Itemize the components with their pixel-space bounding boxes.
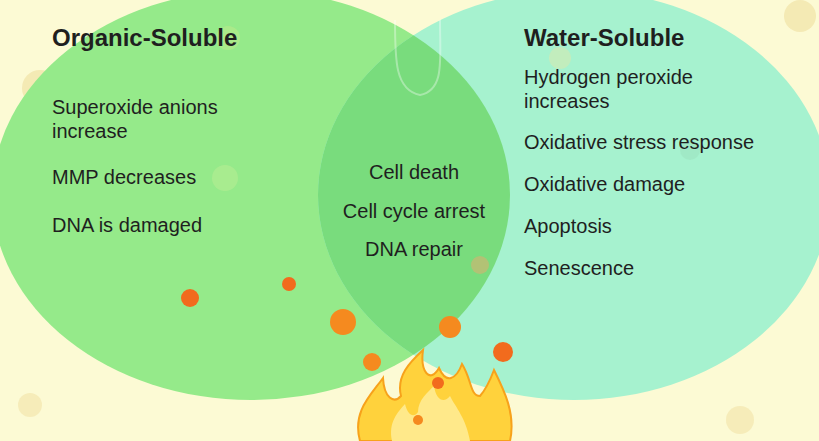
effect-item: Oxidative damage xyxy=(524,172,685,196)
effect-item: Superoxide anions increase xyxy=(52,95,262,143)
effect-item: Apoptosis xyxy=(524,214,612,238)
effect-item: Oxidative stress response xyxy=(524,130,754,154)
circle-heading: Water-Soluble xyxy=(524,24,684,52)
effect-item: Cell cycle arrest xyxy=(343,199,485,223)
circle-heading: Organic-Soluble xyxy=(52,24,237,52)
effect-item: Senescence xyxy=(524,256,634,280)
effect-item: Hydrogen peroxide increases xyxy=(524,65,734,113)
overlap-region: Cell deathCell cycle arrestDNA repair xyxy=(318,0,510,400)
effect-item: Cell death xyxy=(369,160,459,184)
effect-item: MMP decreases xyxy=(52,165,196,189)
effect-item: DNA is damaged xyxy=(52,213,202,237)
effect-item: DNA repair xyxy=(365,237,463,261)
